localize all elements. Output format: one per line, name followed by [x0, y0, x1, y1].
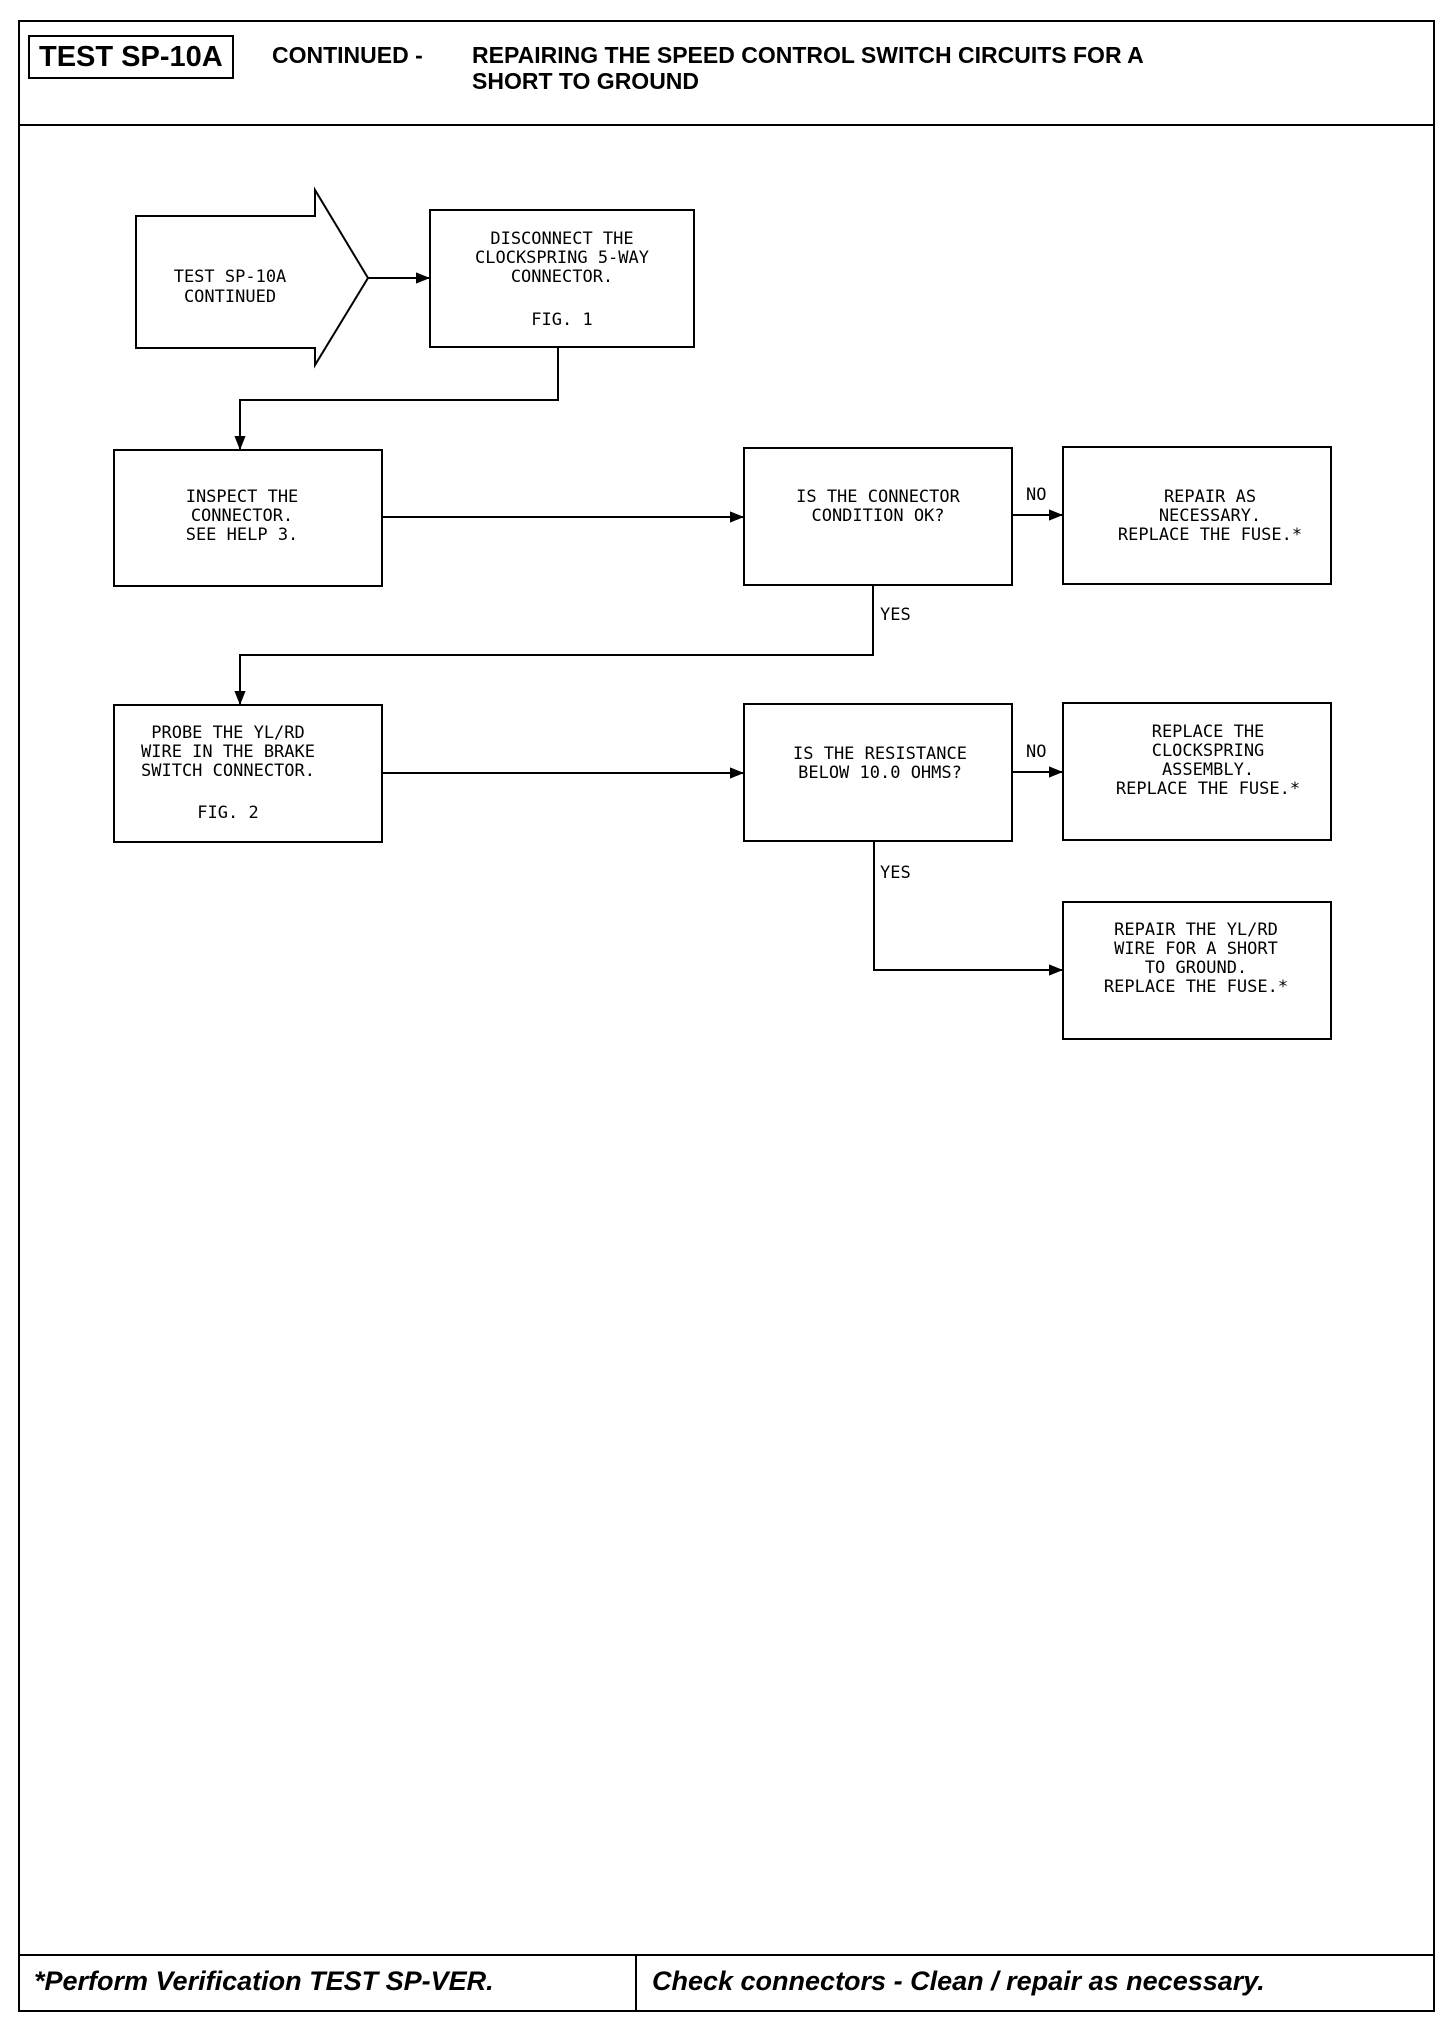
- entry-line-2: CONTINUED: [184, 287, 276, 307]
- repair-connector-line-2: NECESSARY.: [1159, 506, 1261, 526]
- footer: *Perform Verification TEST SP-VER. Check…: [20, 1954, 1433, 2010]
- footer-connector-note: Check connectors - Clean / repair as nec…: [652, 1966, 1265, 1996]
- page-title: REPAIRING THE SPEED CONTROL SWITCH CIRCU…: [472, 42, 1372, 94]
- decision-resistance-line-2: BELOW 10.0 OHMS?: [798, 763, 962, 783]
- decision-resistance-line-1: IS THE RESISTANCE: [793, 744, 967, 764]
- connector-condition-decision: IS THE CONNECTOR CONDITION OK?: [743, 447, 1013, 586]
- continued-label: CONTINUED -: [272, 42, 423, 68]
- disconnect-line-2: CLOCKSPRING 5-WAY: [475, 248, 649, 268]
- disconnect-line-1: DISCONNECT THE: [490, 229, 633, 249]
- probe-line-1: PROBE THE YL/RD: [151, 723, 305, 743]
- probe-fig: FIG. 2: [197, 803, 258, 823]
- repair-wire-box: REPAIR THE YL/RD WIRE FOR A SHORT TO GRO…: [1062, 901, 1332, 1040]
- header: TEST SP-10A CONTINUED - REPAIRING THE SP…: [20, 22, 1433, 126]
- entry-line-1: TEST SP-10A: [174, 267, 287, 287]
- probe-line-3: SWITCH CONNECTOR.: [141, 761, 315, 781]
- no-label-2: NO: [1026, 742, 1046, 762]
- repair-wire-line-2: WIRE FOR A SHORT: [1114, 939, 1278, 959]
- page-frame: TEST SP-10A CONTINUED - REPAIRING THE SP…: [18, 20, 1435, 2012]
- arrow-disconnect-to-inspect: [234, 347, 559, 450]
- disconnect-line-3: CONNECTOR.: [511, 267, 613, 287]
- yes-label-1: YES: [880, 605, 911, 625]
- replace-clockspring-line-3: ASSEMBLY.: [1162, 760, 1254, 780]
- entry-arrow: TEST SP-10A CONTINUED: [135, 186, 370, 369]
- replace-clockspring-line-2: CLOCKSPRING: [1152, 741, 1265, 761]
- inspect-line-3: SEE HELP 3.: [186, 525, 299, 545]
- title-line-2: SHORT TO GROUND: [472, 68, 700, 94]
- footer-verification-note: *Perform Verification TEST SP-VER.: [34, 1966, 494, 1996]
- arrow-yes-to-probe: [234, 585, 874, 705]
- resistance-decision: IS THE RESISTANCE BELOW 10.0 OHMS?: [743, 703, 1013, 842]
- footer-divider: [635, 1956, 637, 2010]
- title-line-1: REPAIRING THE SPEED CONTROL SWITCH CIRCU…: [472, 42, 1144, 68]
- probe-line-2: WIRE IN THE BRAKE: [141, 742, 315, 762]
- replace-clockspring-line-1: REPLACE THE: [1152, 722, 1265, 742]
- disconnect-fig: FIG. 1: [531, 310, 592, 330]
- repair-wire-line-3: TO GROUND.: [1145, 958, 1247, 978]
- decision-connector-line-1: IS THE CONNECTOR: [796, 487, 961, 507]
- repair-wire-line-4: REPLACE THE FUSE.*: [1104, 977, 1288, 997]
- no-label-1: NO: [1026, 485, 1046, 505]
- repair-connector-box: REPAIR AS NECESSARY. REPLACE THE FUSE.*: [1062, 446, 1332, 585]
- decision-connector-line-2: CONDITION OK?: [811, 506, 944, 526]
- inspect-line-1: INSPECT THE: [186, 487, 299, 507]
- replace-clockspring-box: REPLACE THE CLOCKSPRING ASSEMBLY. REPLAC…: [1062, 702, 1332, 841]
- inspect-line-2: CONNECTOR.: [191, 506, 293, 526]
- arrow-yes-to-repair-wire: [873, 841, 1063, 976]
- repair-connector-line-3: REPLACE THE FUSE.*: [1118, 525, 1302, 545]
- replace-clockspring-line-4: REPLACE THE FUSE.*: [1116, 779, 1300, 799]
- flow-connectors: [234, 272, 1063, 976]
- probe-step-box: PROBE THE YL/RD WIRE IN THE BRAKE SWITCH…: [113, 704, 383, 843]
- repair-wire-line-1: REPAIR THE YL/RD: [1114, 920, 1278, 940]
- test-id-box: TEST SP-10A: [28, 35, 234, 79]
- disconnect-step-box: DISCONNECT THE CLOCKSPRING 5-WAY CONNECT…: [429, 209, 695, 348]
- repair-connector-line-1: REPAIR AS: [1164, 487, 1256, 507]
- inspect-step-box: INSPECT THE CONNECTOR. SEE HELP 3.: [113, 449, 383, 587]
- yes-label-2: YES: [880, 863, 911, 883]
